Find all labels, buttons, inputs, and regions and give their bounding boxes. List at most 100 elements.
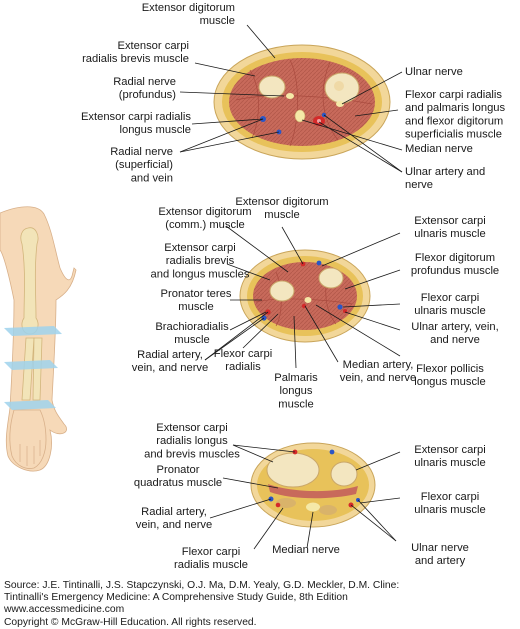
hand <box>9 409 47 469</box>
label-line: muscle <box>264 209 299 221</box>
label-line: and flexor digitorum <box>405 115 503 127</box>
label-line: Radial artery, <box>141 506 207 518</box>
radial-nerve-profundus <box>286 93 294 99</box>
label-line: Pronator <box>157 464 200 476</box>
median-nerve <box>304 297 312 303</box>
ulna-bone-section <box>330 461 358 487</box>
label-line: muscle <box>174 334 209 346</box>
structure-label: Radial nerve(profundus) <box>113 76 176 101</box>
label-line: (comm.) muscle <box>165 219 245 231</box>
label-line: ulnaris muscle <box>414 228 486 240</box>
label-line: muscle <box>178 301 213 313</box>
label-line: Median nerve <box>272 544 340 556</box>
ulnar-nerve <box>336 101 344 107</box>
label-line: Ulnar nerve <box>405 66 463 78</box>
label-line: Palmaris <box>274 372 318 384</box>
label-line: and brevis muscles <box>144 448 240 460</box>
label-line: quadratus muscle <box>134 477 222 489</box>
label-line: (profundus) <box>119 89 176 101</box>
label-line: Flexor carpi <box>214 348 272 360</box>
source-line: Tintinalli's Emergency Medicine: A Compr… <box>4 592 348 604</box>
label-line: Flexor carpi <box>421 491 479 503</box>
label-line: vein, and nerve <box>136 519 213 531</box>
label-line: and longus muscles <box>151 268 250 280</box>
structure-label: Ulnar artery, vein,and nerve <box>411 321 498 346</box>
cut-plane-middle <box>4 360 58 370</box>
label-line: (superficial) <box>115 159 173 171</box>
label-line: Extensor digitorum <box>142 2 235 14</box>
cross-section-1 <box>213 44 391 160</box>
label-line: Extensor carpi <box>414 444 486 456</box>
label-line: longus <box>280 385 313 397</box>
label-line: superficialis muscle <box>405 129 502 141</box>
structure-label: Radial artery,vein, and nerve <box>132 349 209 374</box>
source-citation: Source: J.E. Tintinalli, J.S. Stapczynsk… <box>4 580 519 629</box>
label-line: ulnaris muscle <box>414 457 486 469</box>
source-line: Copyright © McGraw-Hill Education. All r… <box>4 616 257 628</box>
source-line: Source: J.E. Tintinalli, J.S. Stapczynsk… <box>4 580 400 591</box>
radius-bone-section <box>258 75 286 99</box>
label-line: Extensor carpi <box>164 242 236 254</box>
cross-section-2 <box>239 249 371 343</box>
label-line: longus muscle <box>119 124 191 136</box>
label-line: vein, and nerve <box>340 372 417 384</box>
label-line: ulnaris muscle <box>414 305 486 317</box>
structure-label: Radial nerve(superficial)and vein <box>110 146 173 184</box>
label-line: profundus muscle <box>411 265 499 277</box>
pronator-quadratus <box>268 484 358 499</box>
label-line: muscle <box>200 15 235 27</box>
label-line: Median artery, <box>343 359 414 371</box>
label-line: and palmaris longus <box>405 102 506 114</box>
ulna-bone <box>32 337 43 401</box>
arm-illustration <box>0 206 77 472</box>
label-line: Extensor carpi <box>156 422 228 434</box>
label-line: Extensor carpi radialis <box>81 111 191 123</box>
label-line: Extensor digitorum <box>158 206 251 218</box>
label-line: Median nerve <box>405 143 473 155</box>
label-line: Flexor pollicis <box>416 363 484 375</box>
label-line: muscle <box>278 398 313 410</box>
label-line: Flexor digitorum <box>415 252 495 264</box>
label-line: Radial nerve <box>110 146 173 158</box>
leader-lines <box>179 24 403 550</box>
label-line: Flexor carpi radialis <box>405 89 502 101</box>
label-line: Flexor carpi <box>182 546 240 558</box>
label-line: longus muscle <box>414 376 486 388</box>
label-line: Extensor carpi <box>414 215 486 227</box>
label-line: Flexor carpi <box>421 292 479 304</box>
label-line: and vein <box>131 172 173 184</box>
label-line: radialis muscle <box>174 559 248 571</box>
label-line: radialis brevis <box>166 255 235 267</box>
structure-label: Radial artery,vein, and nerve <box>136 506 213 531</box>
cross-section-3 <box>250 442 376 528</box>
radius-bone-section <box>266 452 320 488</box>
label-line: radialis longus <box>156 435 228 447</box>
structure-label: Ulnar nerve <box>405 66 463 78</box>
label-line: Extensor digitorum <box>235 196 328 208</box>
label-line: and nerve <box>430 334 480 346</box>
label-line: radialis <box>225 361 261 373</box>
label-line: Pronator teres <box>161 288 232 300</box>
median-nerve <box>294 109 306 123</box>
label-line: Ulnar artery, vein, <box>411 321 498 333</box>
